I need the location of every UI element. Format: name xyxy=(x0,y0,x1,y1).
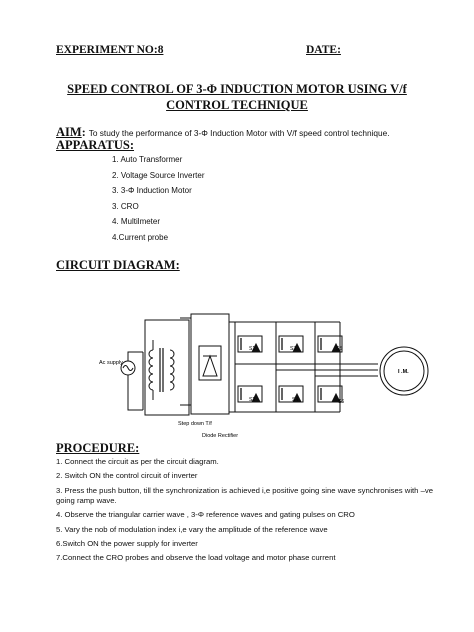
ac-supply-wire xyxy=(127,351,143,411)
procedure-step: 5. Vary the nob of modulation index i,e … xyxy=(56,524,328,534)
aim-row: AIM: To study the performance of 3-Φ Ind… xyxy=(56,125,390,140)
s1-label: S1 xyxy=(249,346,255,352)
switch-s3-icon xyxy=(278,335,304,353)
page-title-line2: CONTROL TECHNIQUE xyxy=(166,98,308,112)
apparatus-item: 2. Voltage Source Inverter xyxy=(112,170,205,180)
switch-s4-icon xyxy=(278,385,304,403)
procedure-step: 7.Connect the CRO probes and observe the… xyxy=(56,553,336,563)
procedure-step: 2. Switch ON the control circuit of inve… xyxy=(56,471,198,481)
motor-icon xyxy=(379,346,429,396)
s2-label: S2 xyxy=(249,397,255,403)
apparatus-item: 4. Multilmeter xyxy=(112,217,161,226)
procedure-heading: PROCEDURE: xyxy=(56,441,140,455)
apparatus-item: 3. CRO xyxy=(112,201,139,211)
ac-supply-label: Ac supply xyxy=(99,360,123,366)
transformer-box xyxy=(144,319,190,416)
step-down-label: Step down T/f xyxy=(178,421,212,427)
s6-label: S6 xyxy=(338,399,344,405)
apparatus-item: 3. 3-Φ Induction Motor xyxy=(112,186,192,195)
procedure-step: 3. Press the push button, till the synch… xyxy=(56,485,433,505)
aim-text: To study the performance of 3-Φ Inductio… xyxy=(88,128,390,138)
apparatus-heading: APPARATUS: xyxy=(56,138,135,152)
primary-coil-icon xyxy=(148,349,154,391)
apparatus-item: 4.Current probe xyxy=(112,232,169,242)
page-title: SPEED CONTROL OF 3-Φ INDUCTION MOTOR USI… xyxy=(67,82,407,96)
sine-icon xyxy=(122,365,134,371)
procedure-list: 1. Connect the circuit as per the circui… xyxy=(56,457,433,568)
procedure-step: 6.Switch ON the power supply for inverte… xyxy=(56,538,198,548)
procedure-step: 1. Connect the circuit as per the circui… xyxy=(56,457,219,466)
date-label: DATE: xyxy=(306,44,341,56)
experiment-number: EXPERIMENT NO:8 xyxy=(56,44,164,56)
switch-s6-icon xyxy=(317,385,343,403)
s5-label: S5 xyxy=(336,346,342,352)
motor-label: I .M. xyxy=(398,369,409,375)
switch-s5-icon xyxy=(317,335,343,353)
secondary-coil-icon xyxy=(169,349,175,391)
s4-label: S4 xyxy=(292,397,298,403)
aim-colon: : xyxy=(81,125,86,139)
circuit-heading: CIRCUIT DIAGRAM: xyxy=(56,258,180,272)
switch-s1-icon xyxy=(237,335,263,353)
s3-label: S3 xyxy=(290,346,296,352)
apparatus-item: 1. Auto Transformer xyxy=(112,155,183,164)
aim-label: AIM xyxy=(56,125,82,139)
switch-s2-icon xyxy=(237,385,263,403)
procedure-step: 4. Observe the triangular carrier wave ,… xyxy=(56,510,355,520)
diode-rectifier-label: Diode Rectifier xyxy=(202,433,238,439)
diode-icon xyxy=(202,354,218,377)
rectifier-box xyxy=(190,313,230,415)
apparatus-list: 1. Auto Transformer 2. Voltage Source In… xyxy=(112,152,205,245)
